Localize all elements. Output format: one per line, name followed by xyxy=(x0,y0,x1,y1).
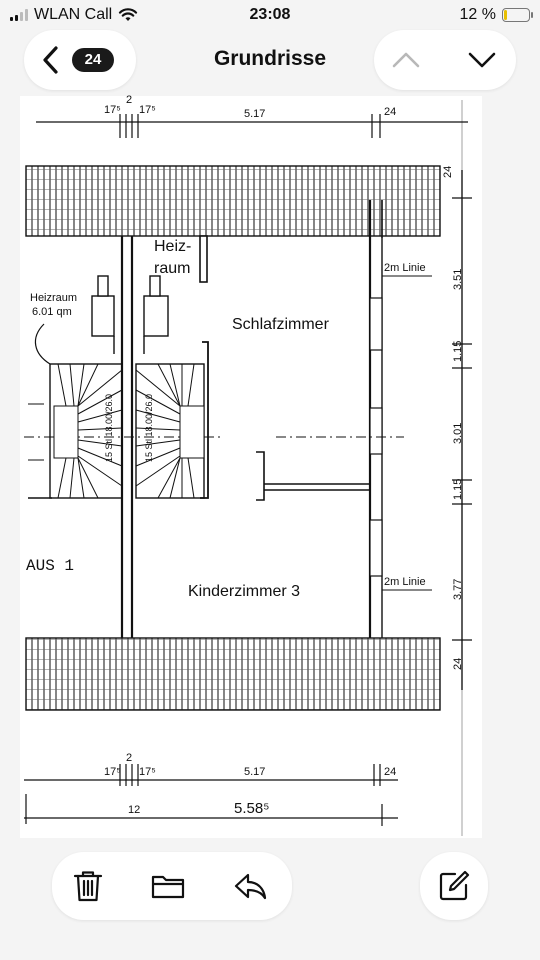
floor-plan-document[interactable] xyxy=(20,96,482,838)
bottom-toolbar xyxy=(52,852,292,920)
photo-count-badge: 24 xyxy=(72,48,114,72)
dim-bottom-b: 2 xyxy=(126,752,133,764)
navigation-arrows xyxy=(374,30,516,90)
dim-top-e: 24 xyxy=(384,106,397,118)
linie-label-1: 2m Linie xyxy=(384,262,426,274)
linie-label-2: 2m Linie xyxy=(384,576,426,588)
back-button[interactable]: 24 xyxy=(24,30,136,90)
dim-bottom-d: 5.17 xyxy=(244,766,266,778)
status-bar: WLAN Call 23:08 12 % xyxy=(0,0,540,32)
folder-icon[interactable] xyxy=(150,868,186,904)
edit-icon xyxy=(439,870,470,901)
dim-right-2: 3.51 xyxy=(452,268,464,290)
dim-right-1: 24 xyxy=(442,165,454,178)
dim-right-5: 1.15 xyxy=(452,478,464,500)
dim-bottom-c: 17⁵ xyxy=(139,766,156,778)
dim-right-3: 1.15 xyxy=(452,340,464,362)
dim-top-c: 17⁵ xyxy=(139,104,156,116)
edit-button[interactable] xyxy=(420,852,488,920)
room-label-kinderzimmer: Kinderzimmer 3 xyxy=(188,583,301,600)
dim-top-d: 5.17 xyxy=(244,108,266,120)
wifi-icon xyxy=(119,8,138,21)
cellular-signal-icon xyxy=(10,9,28,21)
room-label-heizraum-bottom: raum xyxy=(154,260,191,277)
clock: 23:08 xyxy=(249,6,291,23)
page-title: Grundrisse xyxy=(213,47,327,70)
carrier-label: WLAN Call xyxy=(34,6,113,23)
room-area-heizraum: 6.01 qm xyxy=(32,306,72,318)
dim-top-a: 17⁵ xyxy=(104,104,121,116)
stairs-label-left: 15 Stl 18.00/26.0 xyxy=(104,393,114,462)
dim-bottom-mark: 12 xyxy=(128,804,141,816)
dim-bottom-total: 5.58⁵ xyxy=(234,800,270,817)
dim-bottom-e: 24 xyxy=(384,766,397,778)
battery-icon xyxy=(502,8,533,22)
room-label-haus: AUS 1 xyxy=(26,557,75,575)
stairs-label-right: 15 Stl 18.00/26.0 xyxy=(144,393,154,462)
trash-icon[interactable] xyxy=(70,868,106,904)
reply-icon[interactable] xyxy=(232,868,268,904)
chevron-left-icon xyxy=(43,46,58,74)
room-label-schlafzimmer: Schlafzimmer xyxy=(232,316,329,333)
chevron-up-icon[interactable] xyxy=(388,44,424,76)
document-edge xyxy=(461,100,463,836)
chevron-down-icon[interactable] xyxy=(464,44,500,76)
room-label-heizraum-left: Heizraum xyxy=(30,292,78,304)
dim-bottom-a: 17⁵ xyxy=(104,766,121,778)
dim-right-6: 3.77 xyxy=(452,578,464,600)
room-label-heizraum-top: Heiz- xyxy=(154,238,192,255)
dim-top-b: 2 xyxy=(126,94,133,106)
battery-percent: 12 % xyxy=(459,6,496,23)
dim-right-4: 3.01 xyxy=(452,422,464,444)
dim-right-7: 24 xyxy=(452,657,464,670)
